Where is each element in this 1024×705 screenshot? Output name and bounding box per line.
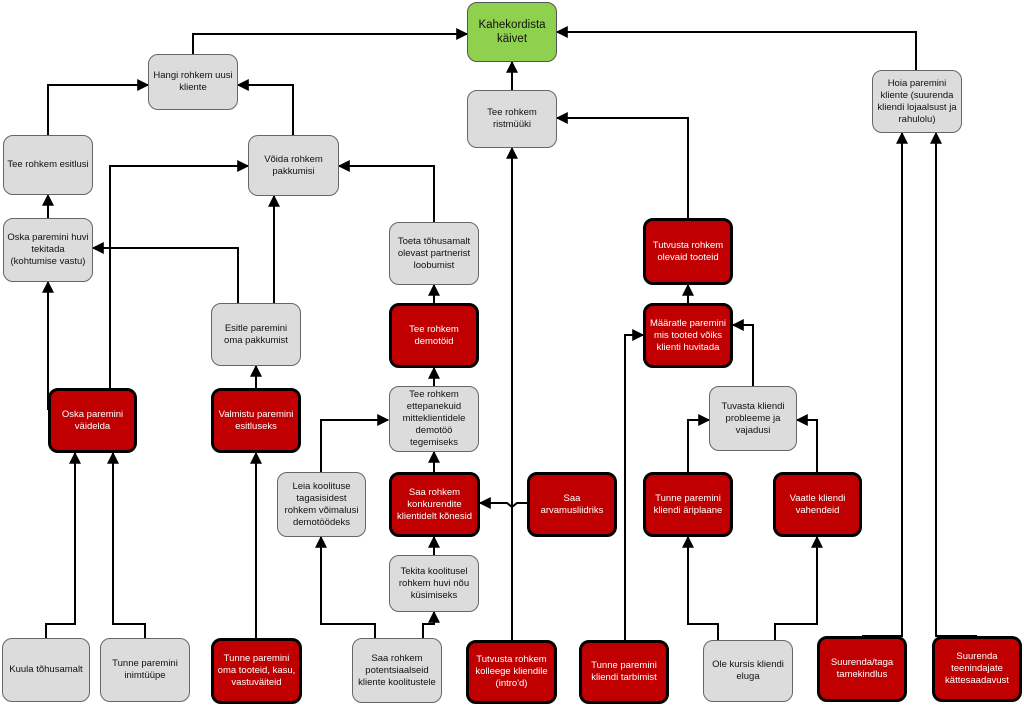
edge-tuvasta-maaratle — [731, 319, 754, 386]
node-tekita-label: Tekita koolitusel rohkem huvi nõu küsimi… — [398, 565, 470, 601]
node-kursis-label: Ole kursis kliendi eluga — [712, 659, 784, 682]
edge-tutvusta-ristmyyk — [555, 112, 689, 218]
node-vaidelda-label: Oska paremini väidelda — [61, 408, 124, 432]
node-kursis: Ole kursis kliendi eluga — [703, 640, 793, 702]
node-inimtyype: Tunne paremini inimtüüpe — [100, 638, 190, 702]
node-tarbimist: Tunne paremini kliendi tarbimist — [579, 640, 669, 704]
node-kattesaadavust: Suurenda teenindajate kättesaadavust — [932, 636, 1022, 702]
edge-esitle-huvi — [91, 242, 239, 303]
node-voida-label: Võida rohkem pakkumisi — [264, 153, 323, 177]
node-kuula: Kuula tõhusamalt — [2, 638, 90, 702]
node-tutvusta-olevaid: Tutvusta rohkem olevaid tooteid — [643, 218, 733, 285]
edge-ariplaane-tuvasta — [687, 414, 711, 472]
node-ariplaane-label: Tunne paremini kliendi äriplaane — [653, 492, 723, 516]
node-hangi-label: Hangi rohkem uusi kliente — [153, 70, 233, 93]
node-kuula-label: Kuula tõhusamalt — [9, 664, 83, 675]
edge-potentsiaalseid-tekita — [422, 610, 440, 638]
edge-hangi-goal — [192, 28, 469, 54]
edge-kattesaadavust-hoia — [930, 131, 977, 637]
edge-arvamusliidriks-konkurendid — [478, 497, 527, 509]
node-huvi-label: Oska paremini huvi tekitada (kohtumise v… — [7, 232, 89, 267]
node-tooteid-label: Tunne paremini oma tooteid, kasu, vastuv… — [217, 653, 296, 688]
node-ristmyyk: Tee rohkem ristmüüki — [467, 90, 557, 148]
edge-potentsiaalseid-leia — [315, 535, 376, 638]
node-valmistu-label: Valmistu paremini esitluseks — [218, 408, 294, 432]
edge-vahendeid-tuvasta — [795, 414, 818, 472]
node-maaratle: Määratle paremini mis tooted võiks klien… — [643, 303, 733, 368]
node-tuvasta: Tuvasta kliendi probleeme ja vajadusi — [709, 386, 797, 451]
node-kattesaadavust-label: Suurenda teenindajate kättesaadavust — [945, 651, 1009, 686]
node-demotoid-label: Tee rohkem demotöid — [409, 323, 459, 347]
node-huvi: Oska paremini huvi tekitada (kohtumise v… — [3, 218, 93, 282]
node-esitle: Esitle paremini oma pakkumist — [211, 303, 301, 366]
edge-tarbimist-maaratle — [624, 329, 645, 640]
node-inimtyype-label: Tunne paremini inimtüüpe — [112, 658, 178, 681]
node-tekita: Tekita koolitusel rohkem huvi nõu küsimi… — [389, 555, 479, 612]
node-valmistu: Valmistu paremini esitluseks — [211, 388, 301, 453]
node-kolleege-label: Tutvusta rohkem kolleege kliendile (intr… — [475, 654, 548, 689]
node-tarbimist-label: Tunne paremini kliendi tarbimist — [591, 660, 657, 683]
node-tooteid: Tunne paremini oma tooteid, kasu, vastuv… — [211, 638, 302, 704]
node-voida: Võida rohkem pakkumisi — [248, 135, 339, 196]
edge-inimtyype-vaidelda — [107, 451, 146, 638]
node-ettepanekuid-label: Tee rohkem ettepanekuid mitteklientidele… — [402, 389, 466, 448]
node-potentsiaalseid: Saa rohkem potentsiaalseid kliente kooli… — [352, 638, 442, 703]
node-arvamusliidriks-label: Saa arvamusliidriks — [540, 492, 604, 516]
edge-leia-ettepanekuid — [320, 414, 390, 472]
edge-voida-hangi — [236, 79, 294, 135]
edge-tamekindlus-hoia — [862, 131, 908, 637]
goal-node: Kahekordista käivet — [467, 2, 557, 62]
node-tutvusta-olevaid-label: Tutvusta rohkem olevaid tooteid — [652, 239, 724, 263]
node-esitlusi-label: Tee rohkem esitlusi — [7, 159, 89, 170]
node-leia-label: Leia koolituse tagasisidest rohkem võima… — [284, 480, 359, 528]
node-demotoid: Tee rohkem demotöid — [389, 303, 479, 368]
node-ristmyyk-label: Tee rohkem ristmüüki — [487, 107, 537, 130]
node-maaratle-label: Määratle paremini mis tooted võiks klien… — [649, 317, 727, 353]
node-esitle-label: Esitle paremini oma pakkumist — [224, 322, 288, 346]
node-toeta-label: Toeta tõhusamalt olevast partnerist loob… — [397, 235, 471, 271]
node-tuvasta-label: Tuvasta kliendi probleeme ja vajadusi — [721, 400, 785, 436]
node-konkurendid-label: Saa rohkem konkurendite klientidelt kõne… — [397, 486, 472, 522]
node-tamekindlus-label: Suurenda/taga tamekindlus — [830, 657, 894, 680]
edge-toeta-voida — [337, 160, 435, 222]
node-arvamusliidriks: Saa arvamusliidriks — [527, 472, 617, 537]
node-potentsiaalseid-label: Saa rohkem potentsiaalseid kliente kooli… — [358, 652, 436, 688]
node-hangi: Hangi rohkem uusi kliente — [148, 54, 238, 110]
edge-esitlusi-hangi — [47, 79, 150, 135]
node-konkurendid: Saa rohkem konkurendite klientidelt kõne… — [389, 472, 480, 537]
node-ariplaane: Tunne paremini kliendi äriplaane — [643, 472, 733, 537]
node-hoia-label: Hoia paremini kliente (suurenda kliendi … — [877, 77, 957, 125]
node-hoia: Hoia paremini kliente (suurenda kliendi … — [872, 70, 962, 133]
edge-vaidelda-voida — [109, 160, 250, 388]
edge-kursis-vahendeid — [774, 535, 823, 640]
goal-label: Kahekordista käivet — [478, 19, 546, 45]
edge-kuula-vaidelda — [45, 451, 81, 638]
edge-hoia-goal — [555, 26, 917, 70]
node-toeta: Toeta tõhusamalt olevast partnerist loob… — [389, 222, 479, 285]
node-ettepanekuid: Tee rohkem ettepanekuid mitteklientidele… — [389, 386, 479, 452]
node-esitlusi: Tee rohkem esitlusi — [3, 135, 93, 195]
node-vahendeid: Vaatle kliendi vahendeid — [773, 472, 862, 537]
edge-kursis-ariplaane — [682, 535, 719, 640]
node-kolleege: Tutvusta rohkem kolleege kliendile (intr… — [466, 640, 557, 704]
node-vaidelda: Oska paremini väidelda — [48, 388, 137, 453]
node-leia: Leia koolituse tagasisidest rohkem võima… — [277, 472, 366, 537]
node-vahendeid-label: Vaatle kliendi vahendeid — [789, 492, 846, 516]
node-tamekindlus: Suurenda/taga tamekindlus — [817, 636, 907, 702]
